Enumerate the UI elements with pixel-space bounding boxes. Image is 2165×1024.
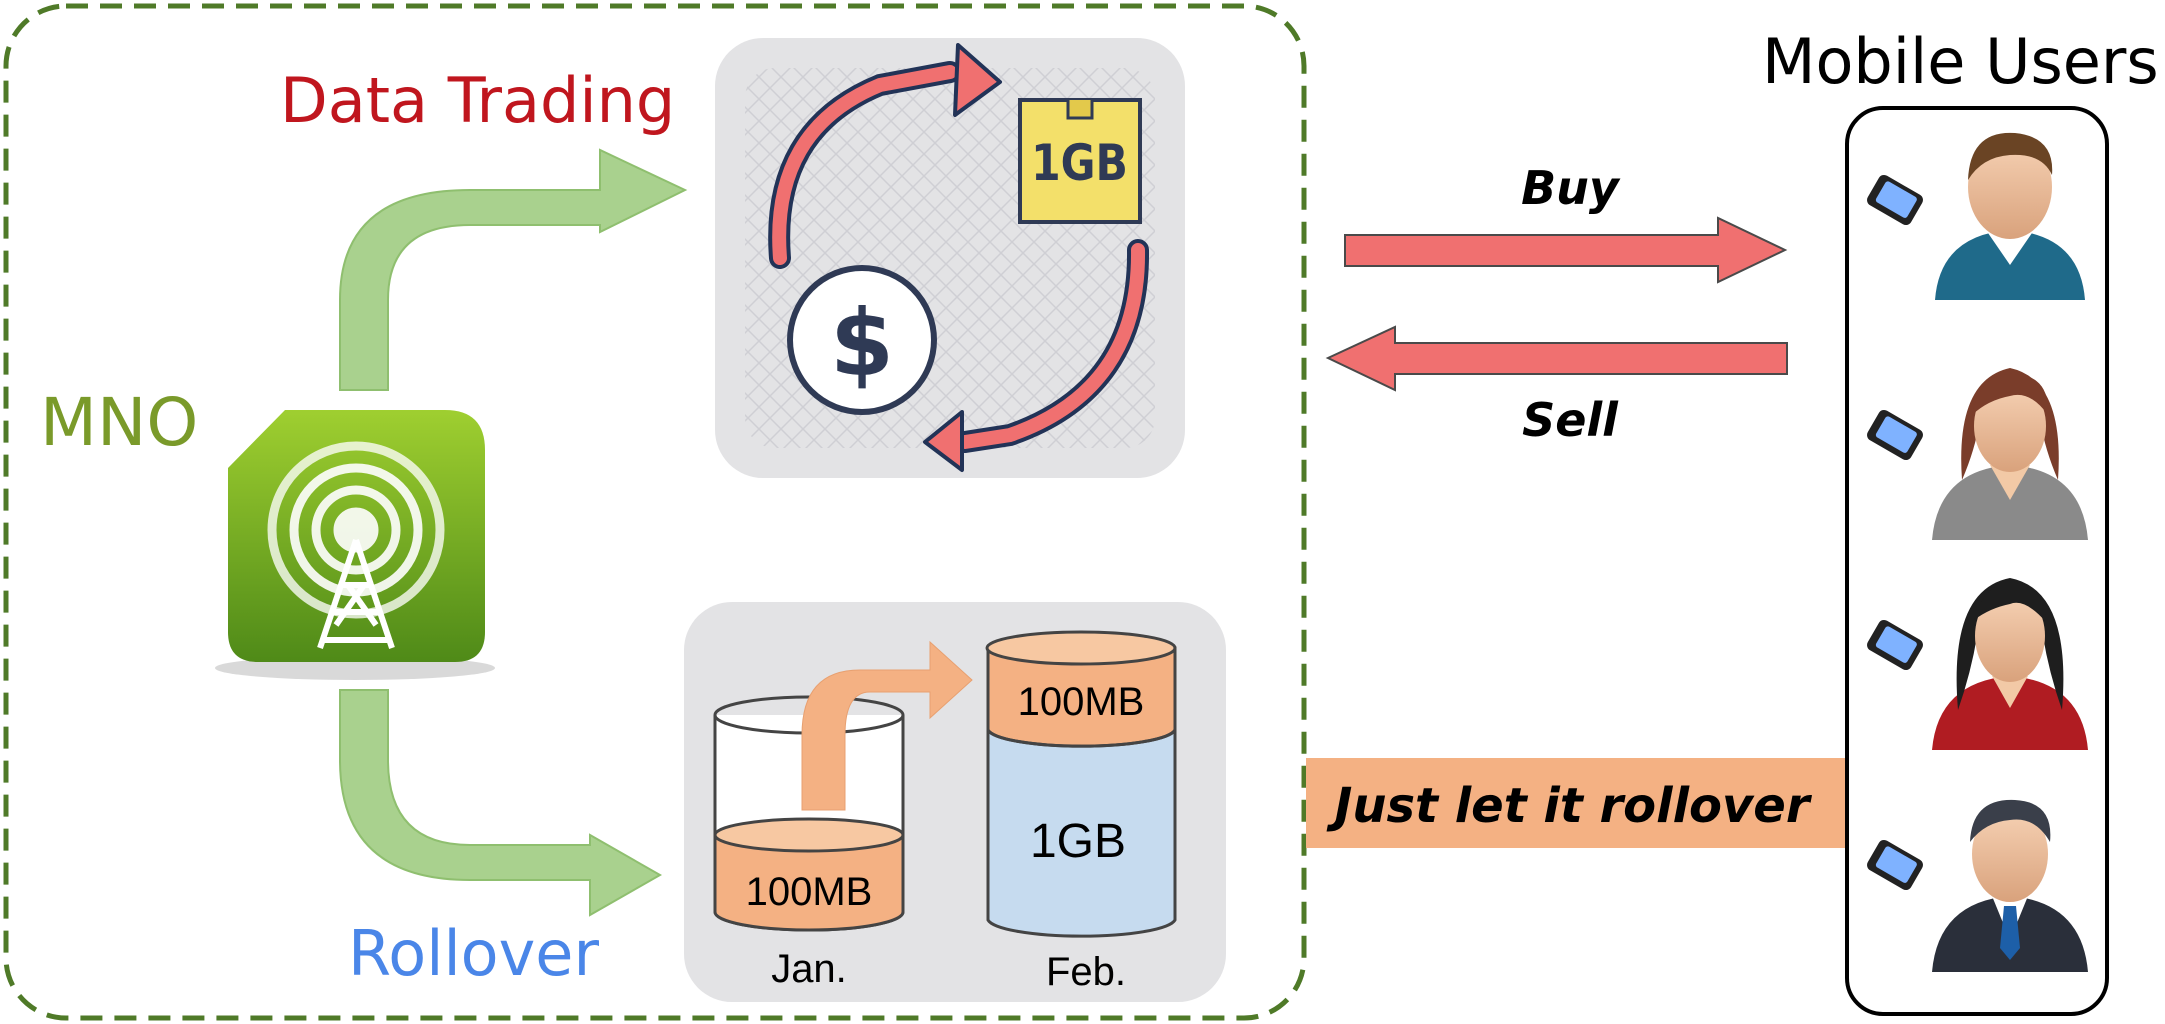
cycle-arrowhead-bottom — [923, 410, 964, 472]
green-arrow-to-trading — [339, 148, 688, 391]
data-card-label: 1GB — [1031, 134, 1128, 192]
rollover-banner-label: Just let it rollover — [1326, 778, 1812, 834]
sell-label: Sell — [1522, 393, 1619, 447]
mno-label: MNO — [40, 384, 198, 461]
green-arrow-to-rollover — [339, 689, 663, 917]
jan-container: 100MB — [713, 695, 905, 932]
woman-red-user-icon — [1867, 578, 2088, 750]
dollar-coin-icon: $ — [787, 265, 937, 415]
feb-top-amount: 100MB — [1018, 680, 1145, 724]
rollover-transfer-arrow — [801, 640, 973, 811]
data-card-icon: 1GB — [1018, 98, 1142, 224]
woman-user-icon — [1867, 368, 2088, 540]
buy-arrow — [1344, 216, 1788, 284]
mno-sim-tower-icon — [215, 410, 495, 680]
man-user-icon — [1867, 132, 2085, 300]
rollover-label: Rollover — [348, 917, 599, 990]
feb-label: Feb. — [1046, 950, 1126, 994]
feb-container: 100MB 1GB — [985, 630, 1177, 938]
rollover-banner — [1306, 758, 1846, 848]
cycle-arrowhead-top — [953, 43, 1002, 117]
jan-amount: 100MB — [746, 870, 873, 914]
trading-panel: 1GB $ — [715, 38, 1185, 478]
mobile-users-box — [1845, 106, 2109, 1016]
cycle-arrow-top — [772, 65, 957, 265]
buy-label: Buy — [1521, 161, 1621, 215]
businessman-user-icon — [1867, 799, 2088, 972]
dollar-symbol: $ — [830, 290, 894, 397]
mobile-users-label: Mobile Users — [1762, 25, 2159, 98]
rollover-panel: 100MB 100MB 1GB Jan. Feb. — [684, 602, 1226, 1002]
cycle-arrow-bottom — [958, 243, 1146, 449]
sell-arrow — [1325, 325, 1788, 392]
mno-dashed-boundary — [3, 3, 1307, 1021]
feb-base-amount: 1GB — [1030, 815, 1126, 868]
jan-label: Jan. — [771, 947, 847, 991]
data-trading-label: Data Trading — [280, 64, 675, 137]
